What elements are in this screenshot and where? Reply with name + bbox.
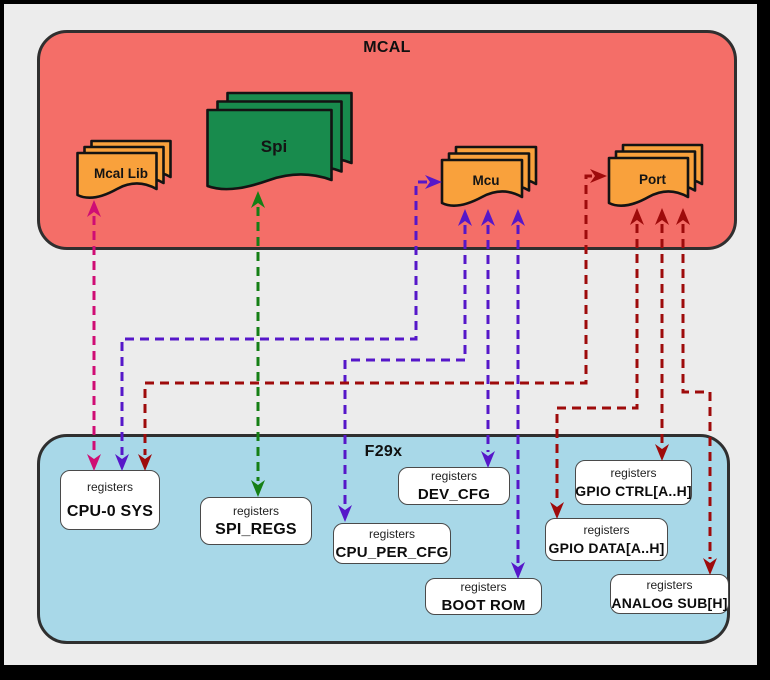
register-name: CPU-0 SYS — [66, 502, 154, 520]
register-name: ANALOG SUB[H] — [611, 594, 728, 611]
register-box-boot-rom: registers BOOT ROM — [425, 578, 542, 615]
register-caption: registers — [583, 523, 630, 537]
register-box-gpio-data: registers GPIO DATA[A..H] — [545, 518, 668, 561]
register-caption: registers — [368, 526, 415, 541]
mcal-lib-label: Mcal Lib — [93, 166, 148, 181]
register-name: CPU_PER_CFG — [335, 543, 449, 561]
register-caption: registers — [86, 479, 133, 494]
spi-label: Spi — [260, 137, 288, 156]
register-caption: registers — [430, 469, 477, 483]
register-name: GPIO CTRL[A..H] — [575, 483, 692, 499]
register-name: GPIO DATA[A..H] — [548, 540, 665, 556]
register-box-spi-regs: registers SPI_REGS — [200, 497, 312, 545]
register-box-analog-sub: registers ANALOG SUB[H] — [610, 574, 729, 614]
register-name: BOOT ROM — [441, 596, 526, 614]
register-name: DEV_CFG — [417, 486, 491, 503]
register-caption: registers — [646, 577, 693, 592]
register-box-cpu0-sys: registers CPU-0 SYS — [60, 470, 160, 530]
register-name: SPI_REGS — [215, 520, 297, 538]
port-document-stack-icon — [607, 143, 704, 207]
register-box-dev-cfg: registers DEV_CFG — [398, 467, 510, 505]
register-box-gpio-ctrl: registers GPIO CTRL[A..H] — [575, 460, 692, 505]
mcal-title: MCAL — [363, 39, 411, 56]
register-caption: registers — [610, 466, 657, 480]
spi-document-stack-icon — [206, 91, 353, 191]
register-caption: registers — [232, 503, 279, 518]
register-caption: registers — [460, 579, 507, 594]
mcu-label: Mcu — [472, 173, 500, 188]
register-box-cpu-per-cfg: registers CPU_PER_CFG — [333, 523, 451, 564]
port-label: Port — [639, 172, 666, 187]
f29x-title: F29x — [364, 443, 403, 460]
